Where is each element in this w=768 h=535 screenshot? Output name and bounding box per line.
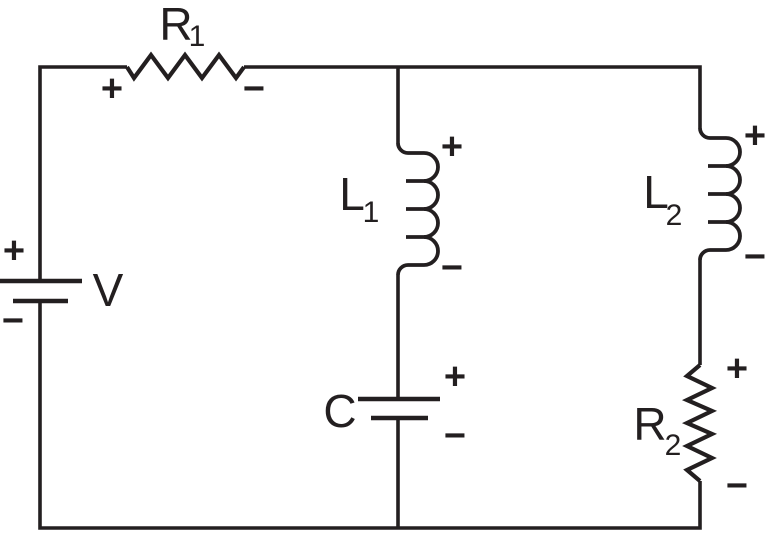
resistor-r1: R 1 + −	[101, 0, 265, 110]
inductor-l2-plus-sign: +	[744, 115, 766, 157]
inductor-l1-plus-sign: +	[441, 126, 463, 168]
wire-top-right	[244, 65, 702, 128]
resistor-r2-minus-sign: −	[726, 465, 748, 507]
resistor-r1-label: R	[159, 0, 192, 50]
inductor-l1-minus-sign: −	[441, 247, 463, 289]
inductor-l1-loop-lines	[406, 179, 429, 239]
resistor-r1-zigzag	[125, 51, 246, 82]
capacitor-c-minus-sign: −	[444, 415, 466, 457]
resistor-r1-minus-sign: −	[243, 68, 265, 110]
resistor-r2-zigzag	[681, 363, 718, 483]
inductor-l2-loop-lines	[708, 164, 731, 224]
capacitor-c: C + −	[323, 356, 466, 457]
inductor-l1-label: L	[339, 168, 365, 220]
circuit-wires	[38, 65, 702, 530]
inductor-l2: L 2 + −	[643, 115, 766, 278]
wire-bottom-loop	[38, 301, 702, 530]
resistor-r2-subscript: 2	[665, 429, 682, 462]
voltage-source-v: V + −	[0, 230, 124, 342]
inductor-l2-minus-sign: −	[744, 236, 766, 278]
inductor-l1: L 1 + −	[339, 126, 463, 289]
wire-top-left	[38, 65, 127, 281]
inductor-l2-label: L	[643, 166, 669, 218]
capacitor-c-plus-sign: +	[444, 356, 466, 398]
voltage-source-label: V	[93, 264, 124, 316]
inductor-l1-subscript: 1	[363, 196, 380, 229]
resistor-r1-plus-sign: +	[101, 68, 123, 110]
resistor-r1-subscript: 1	[189, 20, 206, 53]
resistor-r2-label: R	[633, 398, 666, 450]
capacitor-c-label: C	[323, 385, 356, 437]
voltage-source-plus-sign: +	[3, 230, 25, 272]
resistor-r2-plus-sign: +	[726, 348, 748, 390]
resistor-r2: R 2 + −	[633, 348, 748, 507]
voltage-source-minus-sign: −	[2, 300, 24, 342]
inductor-l2-subscript: 2	[666, 199, 683, 232]
